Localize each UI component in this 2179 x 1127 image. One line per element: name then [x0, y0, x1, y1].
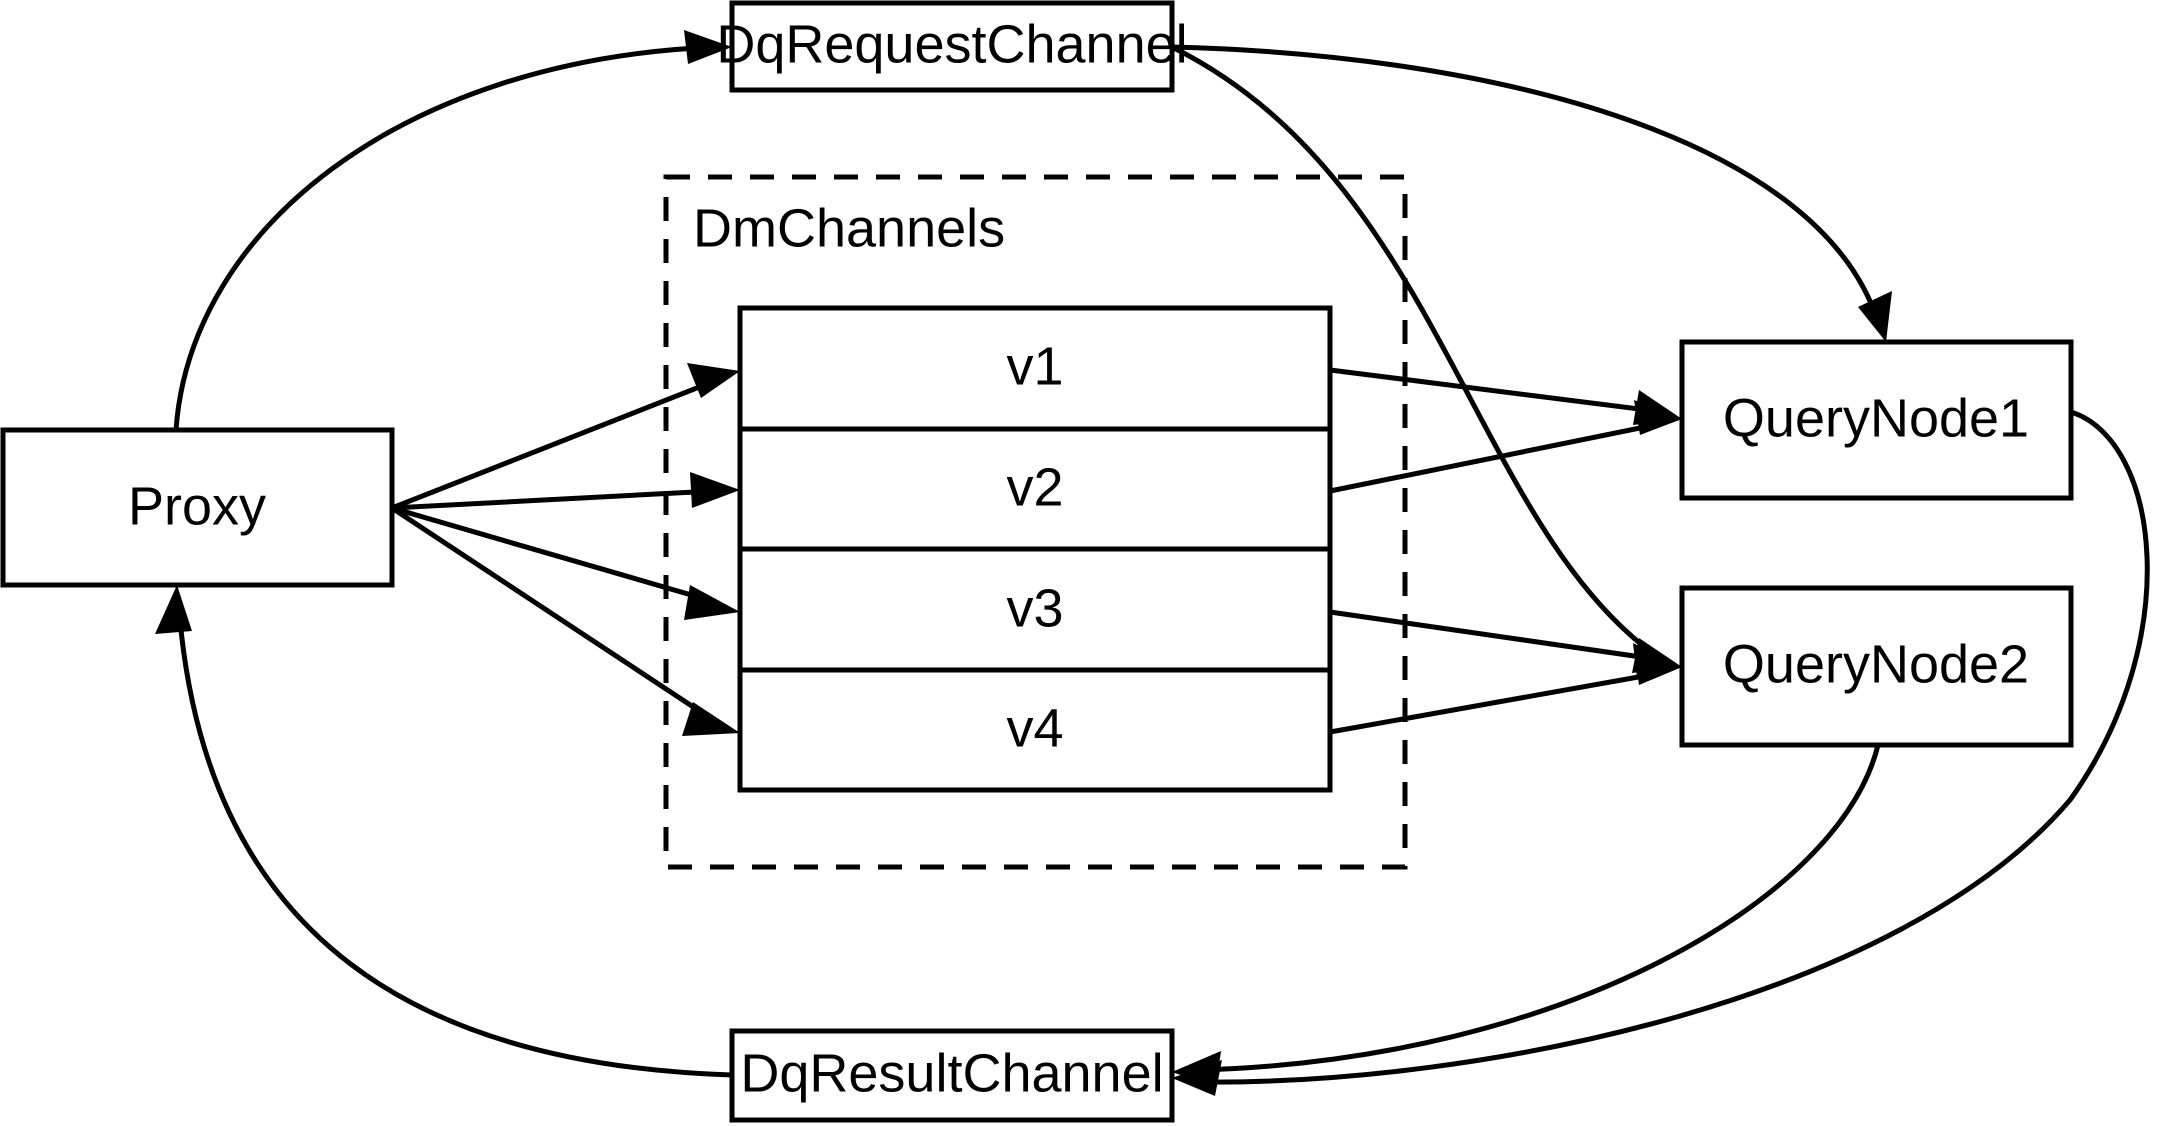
edge-proxy-to-v2 — [391, 472, 740, 511]
node-dqresultchannel[interactable]: DqResultChannel — [729, 1028, 1175, 1123]
arrow-head-icon — [155, 585, 192, 634]
node-querynode1[interactable]: QueryNode1 — [1679, 339, 2074, 501]
shard-item-v3[interactable]: v3 — [1006, 578, 1063, 638]
edge-proxy-to-v4 — [390, 505, 740, 736]
edge-v4-to-querynode2 — [1329, 650, 1682, 735]
shard-item-v4[interactable]: v4 — [1006, 698, 1063, 758]
edge-path — [391, 379, 713, 511]
edge-path — [390, 505, 712, 721]
edge-path — [1329, 367, 1656, 414]
arrow-head-icon — [1634, 650, 1682, 685]
node-proxy[interactable]: Proxy — [0, 427, 395, 588]
edge-proxy-to-dqrequestchannel — [173, 30, 732, 431]
shard-item-v2[interactable]: v2 — [1006, 457, 1063, 517]
shard-stack[interactable]: v1 v2 v3 v4 — [737, 305, 1333, 793]
node-dqresultchannel-label: DqResultChannel — [740, 1043, 1163, 1103]
arrow-head-icon — [1172, 1051, 1221, 1087]
edge-path — [1329, 671, 1656, 735]
node-dqrequestchannel-label: DqRequestChannel — [716, 14, 1187, 74]
edge-path — [1329, 609, 1656, 662]
edge-querynode2-to-dqresultchannel — [1172, 744, 1881, 1087]
node-proxy-box[interactable] — [0, 427, 395, 588]
edge-path — [177, 619, 733, 1078]
arrow-head-icon — [1634, 400, 1682, 435]
edge-proxy-to-v3 — [391, 505, 740, 620]
edge-dqresultchannel-to-proxy — [155, 585, 733, 1078]
arrow-head-icon — [687, 363, 740, 398]
edge-v3-to-querynode2 — [1329, 609, 1682, 673]
edge-path — [1329, 422, 1656, 494]
node-querynode2-box[interactable] — [1679, 585, 2074, 748]
dmchannels-group: DmChannels — [663, 174, 1408, 870]
shard-item-v1[interactable]: v1 — [1006, 336, 1063, 396]
node-dqrequestchannel-box[interactable] — [729, 0, 1175, 93]
arrow-head-icon — [682, 702, 740, 736]
edge-path — [1171, 44, 1881, 323]
node-querynode1-label: QueryNode1 — [1723, 388, 2029, 448]
edge-v2-to-querynode1 — [1329, 400, 1682, 494]
node-querynode2[interactable]: QueryNode2 — [1679, 585, 2074, 748]
edge-proxy-to-v1 — [391, 363, 740, 511]
edge-path — [1170, 44, 1657, 658]
node-querynode1-box[interactable] — [1679, 339, 2074, 501]
edge-dqrequestchannel-to-querynode1 — [1171, 44, 1892, 342]
edge-path — [1198, 744, 1881, 1073]
edge-path — [173, 44, 716, 431]
arrow-head-icon — [684, 585, 740, 620]
edge-v1-to-querynode1 — [1329, 367, 1682, 425]
edge-path — [1198, 409, 2150, 1085]
node-dqresultchannel-box[interactable] — [729, 1028, 1175, 1123]
arrow-head-icon — [684, 30, 732, 64]
dmchannels-group-label: DmChannels — [693, 198, 1005, 258]
node-dqrequestchannel[interactable]: DqRequestChannel — [716, 0, 1188, 93]
edge-path — [391, 488, 715, 511]
node-querynode2-label: QueryNode2 — [1723, 634, 2029, 694]
node-proxy-label: Proxy — [128, 476, 266, 536]
arrow-head-icon — [1858, 291, 1892, 342]
arrow-head-icon — [690, 472, 740, 508]
edge-path — [391, 505, 713, 604]
